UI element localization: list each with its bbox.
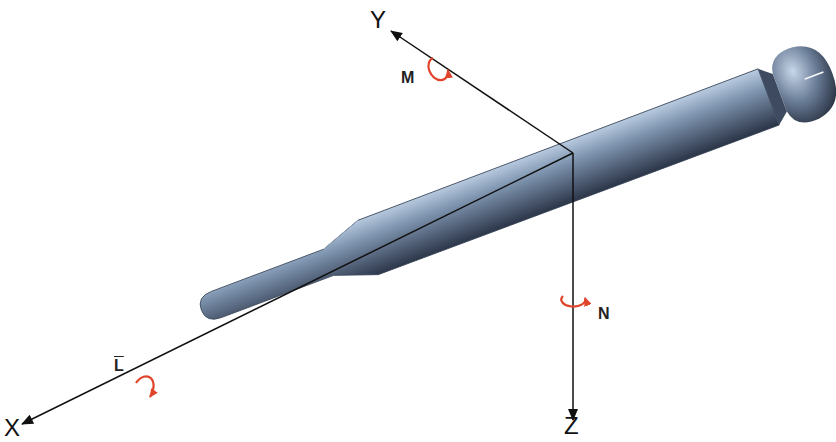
- x-axis: [22, 153, 573, 424]
- axis-label: X: [4, 416, 20, 440]
- moment-arrow: [136, 376, 154, 397]
- missile-body: [188, 37, 836, 346]
- axis-label: Z: [564, 414, 579, 438]
- moment-label: M: [401, 70, 414, 86]
- y-axis: [391, 31, 573, 153]
- axis-label: Y: [370, 8, 386, 32]
- moment-arrow: [428, 58, 448, 80]
- moment-arrow: [561, 296, 585, 307]
- moment-label: L: [114, 358, 124, 374]
- z-axis: [572, 153, 574, 420]
- moment-label: N: [598, 306, 610, 322]
